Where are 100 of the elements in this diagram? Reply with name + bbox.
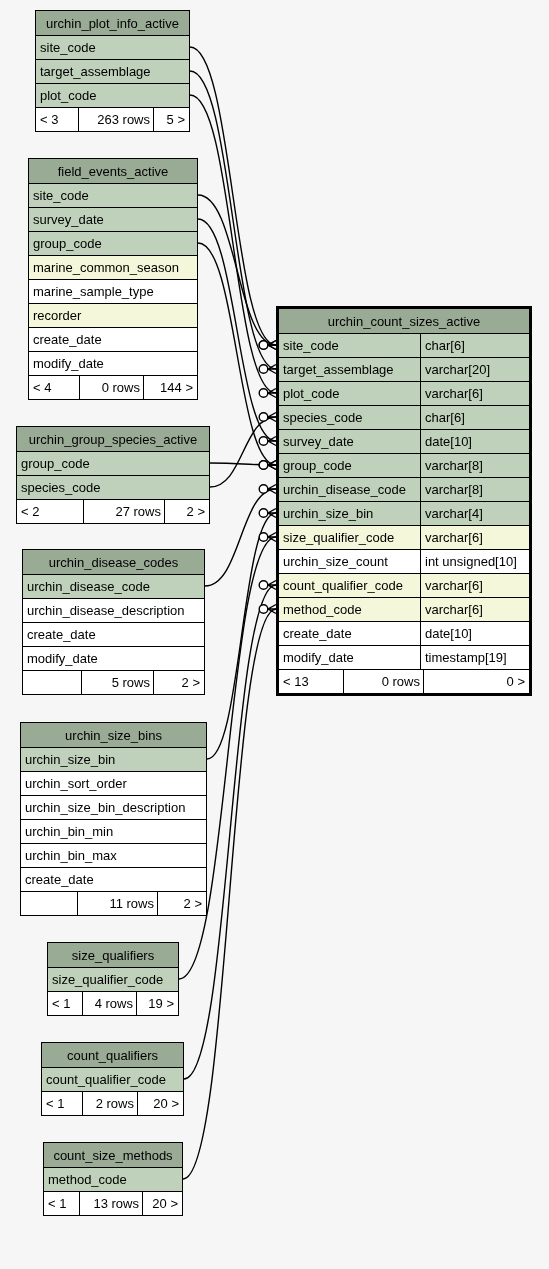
child-count: 19 > [147,995,175,1013]
column-name: urchin_size_bin [24,751,117,769]
column-row [279,477,529,501]
column-type: varchar[6] [424,529,484,547]
table-footer [42,1091,183,1115]
column-name: size_qualifier_code [282,529,396,547]
column-row [36,83,189,107]
column-row [279,525,529,549]
column-name: target_assemblage [282,361,395,379]
column-row [29,207,197,231]
row-count: 5 rows [110,674,151,692]
column-name: urchin_disease_code [282,481,407,499]
child-count: 0 > [505,673,526,691]
table-name: urchin_plot_info_active [36,11,189,35]
column-name: survey_date [32,211,105,229]
column-row [29,303,197,327]
child-count: 2 > [180,674,201,692]
column-name: group_code [20,455,91,473]
column-name: create_date [24,871,95,889]
child-count: 144 > [159,379,194,397]
column-type: varchar[8] [424,481,484,499]
table-box [16,426,210,524]
child-count: 20 > [151,1195,179,1213]
column-name: modify_date [32,355,105,373]
table-box [28,158,198,400]
table-footer [36,107,189,131]
table-box [22,549,205,695]
relationship-line [209,411,278,488]
row-count: 0 rows [100,379,141,397]
table-name: count_qualifiers [42,1043,183,1067]
parent-count: < 1 [47,1195,68,1213]
column-type: int unsigned[10] [424,553,518,571]
child-count: 2 > [182,895,203,913]
column-name: urchin_bin_max [24,847,118,865]
table-footer [48,991,178,1015]
column-row [17,451,209,475]
row-count: 263 rows [96,111,151,129]
column-row [29,183,197,207]
column-row [279,405,529,429]
column-name: modify_date [282,649,355,667]
row-count: 0 rows [380,673,421,691]
table-name: urchin_disease_codes [23,550,204,574]
row-count: 27 rows [114,503,162,521]
row-count: 4 rows [93,995,134,1013]
column-name: method_code [282,601,363,619]
table-name: size_qualifiers [48,943,178,967]
column-name: urchin_size_count [282,553,389,571]
column-type: varchar[20] [424,361,492,379]
column-name: size_qualifier_code [51,971,165,989]
column-row [279,381,529,405]
column-row [44,1167,182,1191]
parent-count: < 4 [32,379,53,397]
column-name: urchin_disease_description [26,602,186,620]
column-row [279,621,529,645]
column-row [279,597,529,621]
column-row [279,333,529,357]
relationship-line [209,459,277,471]
column-row [48,967,178,991]
column-name: urchin_disease_code [26,578,151,596]
column-type: date[10] [424,625,473,643]
column-row [279,645,529,669]
table-box [47,942,179,1016]
column-name: species_code [282,409,364,427]
column-name: modify_date [26,650,99,668]
column-row [42,1067,183,1091]
column-name: create_date [282,625,353,643]
column-row [21,747,206,771]
column-type: varchar[8] [424,457,484,475]
column-row [29,231,197,255]
column-name: target_assemblage [39,63,152,81]
column-row [279,549,529,573]
column-type: varchar[6] [424,385,484,403]
column-type: varchar[4] [424,505,484,523]
column-type: timestamp[19] [424,649,508,667]
column-type: date[10] [424,433,473,451]
child-count: 2 > [185,503,206,521]
parent-count: < 1 [45,1095,66,1113]
column-name: site_code [39,39,97,57]
column-row [23,574,204,598]
column-name: site_code [32,187,90,205]
column-name: count_qualifier_code [45,1071,167,1089]
parent-count: < 13 [282,673,310,691]
column-row [36,59,189,83]
column-name: plot_code [282,385,341,403]
column-row [279,357,529,381]
column-name: group_code [32,235,103,253]
table-box [35,10,190,132]
column-name: marine_sample_type [32,283,155,301]
column-name: plot_code [39,87,98,105]
column-name: survey_date [282,433,355,451]
column-name: species_code [20,479,102,497]
column-name: method_code [47,1171,128,1189]
column-type: char[6] [424,337,466,355]
column-name: create_date [26,626,97,644]
column-name: count_qualifier_code [282,577,404,595]
column-name: recorder [32,307,83,325]
column-name: urchin_bin_min [24,823,115,841]
table-name: count_size_methods [44,1143,182,1167]
table-box [43,1142,183,1216]
table-box [276,306,532,696]
